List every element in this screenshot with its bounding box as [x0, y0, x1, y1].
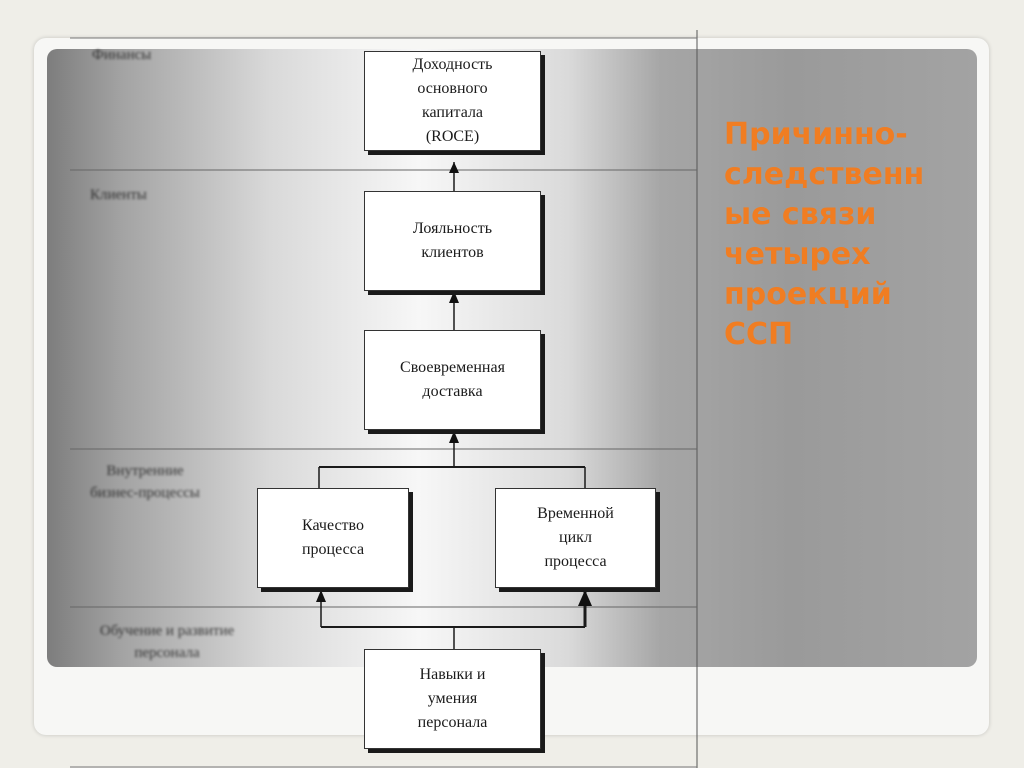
arrow-head — [578, 590, 592, 606]
arrow-head — [449, 162, 459, 173]
box-on-time-delivery: Своевременная доставка — [364, 330, 541, 430]
arrow-head — [449, 431, 459, 443]
box-process-quality: Качество процесса — [257, 488, 409, 588]
box-roce: Доходность основного капитала (ROCE) — [364, 51, 541, 151]
zone-label-financial: Финансы — [92, 47, 152, 63]
zone-label-customers: Клиенты — [90, 187, 147, 203]
zone-label-learning: Обучение и развитие персонала — [99, 623, 235, 661]
arrow-head — [449, 291, 459, 303]
box-staff-skills: Навыки и умения персонала — [364, 649, 541, 749]
box-customer-loyalty: Лояльность клиентов — [364, 191, 541, 291]
zone-label-internal-processes: Внутренние бизнес-процессы — [90, 463, 200, 501]
box-process-cycle-time: Временной цикл процесса — [495, 488, 656, 588]
slide-title: Причинно- следственн ые связи четырех пр… — [724, 117, 925, 352]
arrow-head — [316, 590, 326, 602]
